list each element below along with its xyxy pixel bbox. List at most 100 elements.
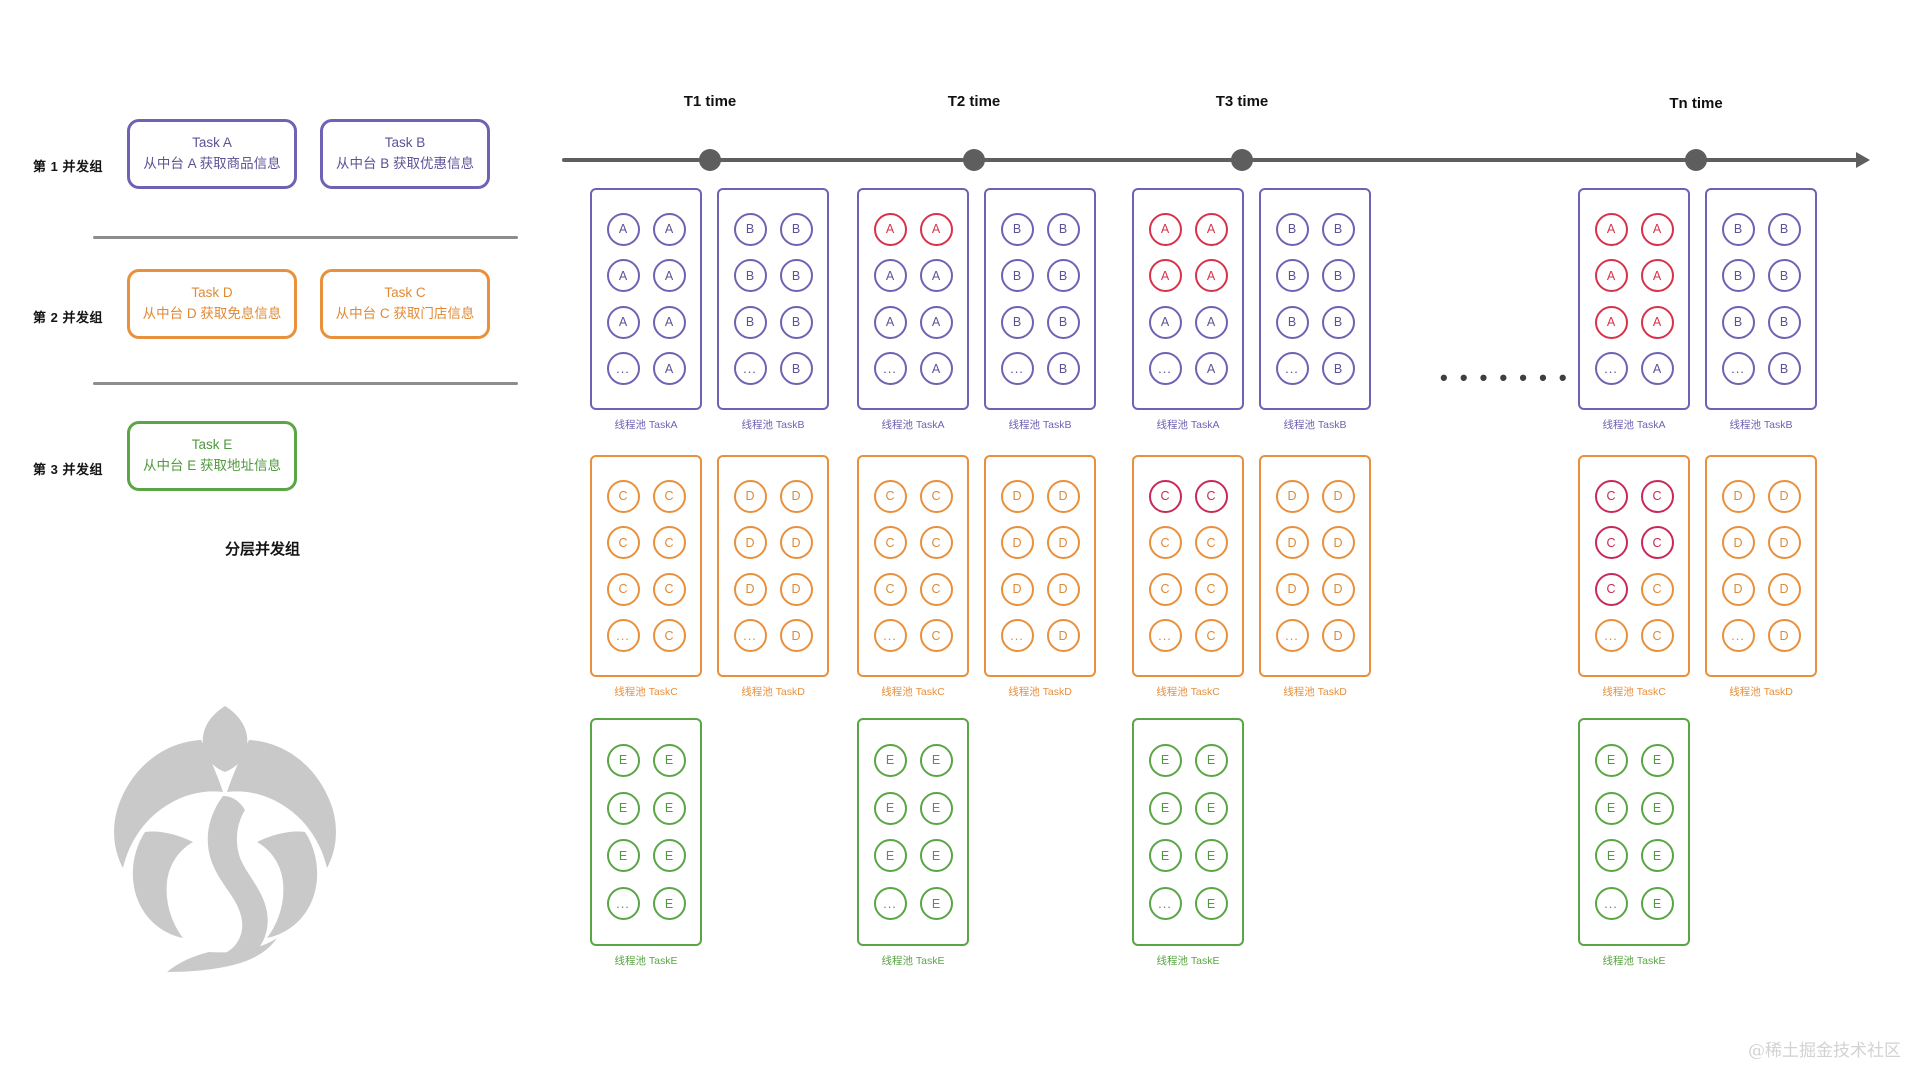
thread-pool-row: ...E <box>859 887 967 921</box>
thread-cell-ellipsis: ... <box>1148 352 1182 386</box>
thread-cell-C: C <box>873 526 907 560</box>
thread-cell-B: B <box>1767 212 1801 246</box>
thread-cell-A: A <box>652 305 686 339</box>
thread-cell-E: E <box>873 839 907 873</box>
thread-cell-B: B <box>1767 305 1801 339</box>
thread-cell-B: B <box>779 352 813 386</box>
thread-cell-E: E <box>606 791 640 825</box>
thread-pool-caption: 线程池 TaskC <box>1156 686 1220 698</box>
timeline-label-tn: Tn time <box>1669 95 1723 112</box>
thread-cell-B: B <box>1767 352 1801 386</box>
thread-cell-C: C <box>652 479 686 513</box>
thread-pool-caption: 线程池 TaskE <box>1156 955 1220 967</box>
thread-cell-E: E <box>1194 791 1228 825</box>
thread-cell-ellipsis: ... <box>1275 352 1309 386</box>
thread-cell-E: E <box>919 887 953 921</box>
thread-cell-ellipsis: ... <box>606 887 640 921</box>
thread-pool-caption: 线程池 TaskE <box>614 955 678 967</box>
thread-cell-ellipsis: ... <box>733 619 767 653</box>
timeline-tick-dot-t2 <box>963 149 985 171</box>
thread-cell-C: C <box>1640 619 1674 653</box>
thread-cell-E: E <box>652 839 686 873</box>
thread-pool-caption: 线程池 TaskB <box>1008 419 1072 431</box>
thread-cell-B: B <box>1721 305 1755 339</box>
thread-pool-caption: 线程池 TaskE <box>881 955 945 967</box>
thread-pool-row: ...D <box>719 619 827 653</box>
thread-pool-row: ...B <box>986 352 1094 386</box>
thread-cell-C: C <box>1194 479 1228 513</box>
thread-cell-B: B <box>779 259 813 293</box>
thread-cell-ellipsis: ... <box>1594 887 1628 921</box>
group-divider-2 <box>93 382 518 385</box>
thread-cell-A: A <box>1594 305 1628 339</box>
task-card-a-title: Task A <box>192 135 232 151</box>
thread-cell-ellipsis: ... <box>1148 619 1182 653</box>
thread-cell-ellipsis: ... <box>873 352 907 386</box>
thread-cell-D: D <box>1046 572 1080 606</box>
thread-cell-C: C <box>652 572 686 606</box>
thread-cell-A: A <box>1194 352 1228 386</box>
thread-cell-A: A <box>652 352 686 386</box>
thread-cell-C: C <box>919 526 953 560</box>
thread-cell-D: D <box>1767 479 1801 513</box>
thread-pool-row: ...D <box>1707 619 1815 653</box>
thread-pool-caption: 线程池 TaskD <box>741 686 805 698</box>
thread-cell-C: C <box>1194 619 1228 653</box>
thread-cell-B: B <box>1321 212 1355 246</box>
task-card-d: Task D 从中台 D 获取免息信息 <box>127 269 297 339</box>
thread-pool-row: ...D <box>986 619 1094 653</box>
thread-cell-A: A <box>606 212 640 246</box>
thread-cell-E: E <box>1640 791 1674 825</box>
thread-cell-E: E <box>1640 743 1674 777</box>
thread-cell-C: C <box>919 619 953 653</box>
thread-cell-D: D <box>733 572 767 606</box>
thread-cell-A: A <box>1594 259 1628 293</box>
thread-cell-C: C <box>873 572 907 606</box>
group-label-3: 第 3 并发组 <box>33 462 103 477</box>
thread-cell-B: B <box>1046 352 1080 386</box>
thread-cell-E: E <box>1148 743 1182 777</box>
thread-cell-D: D <box>1721 572 1755 606</box>
task-card-c-desc: 从中台 C 获取门店信息 <box>335 306 475 321</box>
panel-caption: 分层并发组 <box>225 541 301 558</box>
thread-pool-caption: 线程池 TaskA <box>614 419 678 431</box>
phoenix-logo <box>105 700 345 980</box>
thread-cell-E: E <box>1194 743 1228 777</box>
thread-cell-ellipsis: ... <box>1721 619 1755 653</box>
thread-cell-A: A <box>606 259 640 293</box>
thread-cell-C: C <box>1148 572 1182 606</box>
thread-pool-row: ...B <box>1261 352 1369 386</box>
thread-cell-D: D <box>1046 619 1080 653</box>
thread-pool-caption: 线程池 TaskB <box>1729 419 1793 431</box>
thread-cell-A: A <box>1194 305 1228 339</box>
thread-pool-row: ...A <box>1580 352 1688 386</box>
thread-pool-caption: 线程池 TaskD <box>1008 686 1072 698</box>
thread-cell-C: C <box>606 572 640 606</box>
thread-cell-D: D <box>779 479 813 513</box>
thread-cell-E: E <box>873 743 907 777</box>
thread-pool-caption: 线程池 TaskC <box>881 686 945 698</box>
thread-cell-C: C <box>1640 479 1674 513</box>
thread-pool-caption: 线程池 TaskA <box>1602 419 1666 431</box>
